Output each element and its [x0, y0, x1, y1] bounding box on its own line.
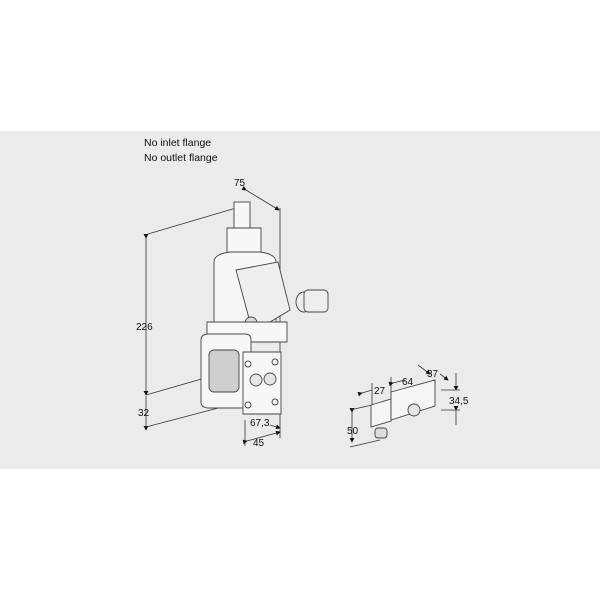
- dim-34-5: 34,5: [449, 396, 469, 407]
- dim-27: 27: [374, 386, 386, 397]
- dim-75: 75: [234, 178, 246, 189]
- dim-32: 32: [138, 408, 150, 419]
- dim-67-3: 67,3: [250, 418, 270, 429]
- note-outlet: No outlet flange: [144, 152, 218, 164]
- dim-226: 226: [136, 322, 153, 333]
- dim-45: 45: [253, 438, 265, 449]
- dim-37: 37: [427, 369, 439, 380]
- dim-64: 64: [402, 377, 414, 388]
- valve-body: [200, 201, 291, 415]
- solenoid-detail: [370, 379, 436, 439]
- dim-50: 50: [347, 426, 359, 437]
- cable-gland: [295, 289, 329, 313]
- note-inlet: No inlet flange: [144, 137, 212, 149]
